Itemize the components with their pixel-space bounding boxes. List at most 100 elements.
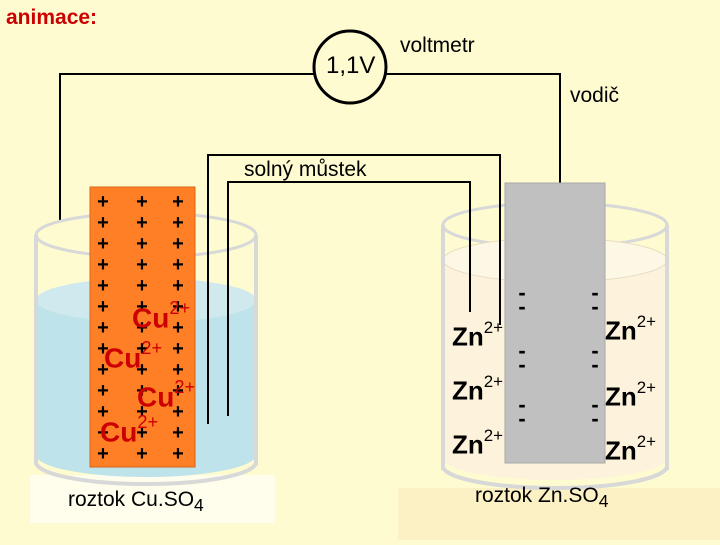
plus-sign: + [136,233,148,255]
plus-sign: + [97,254,109,276]
cu-ion-charge: 2+ [137,412,159,432]
cu-ion-symbol: Cu [137,381,175,413]
plus-sign: + [97,380,109,402]
cu-ion: Cu2+ [104,338,162,375]
salt-bridge-inner [227,181,471,416]
plus-sign: + [97,296,109,318]
plus-sign: + [172,317,184,339]
zn-ion-charge: 2+ [636,432,657,451]
cu-ion: Cu2+ [100,412,158,449]
plus-sign: + [136,317,148,339]
zn-ion-symbol: Zn [605,435,637,466]
zn-ion-charge: 2+ [483,426,504,445]
plus-sign: + [172,443,184,465]
znso4-solution-label: roztok Zn.SO4 [475,484,608,512]
zn-ion: Zn2+ [605,432,656,467]
left-beaker-bottom [34,461,258,486]
plus-sign: + [136,359,148,381]
cuso4-label-text: roztok Cu.SO [68,488,195,511]
plus-sign: + [136,254,148,276]
right-beaker-bottom [441,465,669,490]
plus-sign: + [172,275,184,297]
plus-sign: + [136,296,148,318]
zn-ion: Zn2+ [452,372,503,407]
zn-ion: Zn2+ [452,426,503,461]
zn-ion-charge: 2+ [483,318,504,337]
cu-ion-symbol: Cu [100,416,138,448]
page-title: animace: [6,6,98,29]
cu-ion-charge: 2+ [169,298,191,318]
plus-sign: + [172,254,184,276]
plus-sign: + [172,338,184,360]
minus-sign: - [591,392,598,417]
plus-sign: + [97,401,109,423]
cu-ion-symbol: Cu [132,302,170,334]
plus-sign: + [97,338,109,360]
plus-sign: + [136,191,148,213]
zn-ion: Zn2+ [605,312,656,347]
cu-ion: Cu2+ [132,298,190,335]
plus-sign: + [172,212,184,234]
plus-sign: + [97,191,109,213]
plus-sign: + [136,380,148,402]
plus-sign: + [136,401,148,423]
plus-sign: + [136,443,148,465]
plus-sign: + [136,338,148,360]
cuso4-solution-label: roztok Cu.SO4 [68,488,204,516]
wire-right [386,73,561,200]
minus-sign: - [518,406,525,431]
minus-sign: - [591,280,598,305]
zn-ion-symbol: Zn [452,375,484,406]
minus-sign: - [518,280,525,305]
plus-sign: + [97,422,109,444]
voltmeter-dial [312,29,388,105]
plus-sign: + [136,422,148,444]
zinc-charges: ------------ [518,280,598,431]
plus-sign: + [172,296,184,318]
cuso4-label-subscript: 4 [194,495,204,516]
plus-sign: + [97,443,109,465]
copper-charges: +++++++++++++++++++++++++++++++++++++++ [97,191,184,465]
plus-sign: + [97,359,109,381]
plus-sign: + [97,212,109,234]
minus-sign: - [591,352,598,377]
plus-sign: + [172,359,184,381]
zn-ion: Zn2+ [452,318,503,353]
minus-sign: - [518,352,525,377]
minus-sign: - [518,294,525,319]
plus-sign: + [172,380,184,402]
right-base-highlight [398,488,720,540]
voltmeter-reading: 1,1V [326,52,376,79]
salt-bridge-label: solný můstek [244,158,367,181]
cu-ion-charge: 2+ [174,377,196,397]
plus-sign: + [172,233,184,255]
salt-bridge-outer [207,154,501,424]
zn-ion-charge: 2+ [636,312,657,331]
copper-electrode [89,186,196,468]
wire-label: vodič [570,84,620,107]
plus-sign: + [136,275,148,297]
zn-ion-symbol: Zn [605,315,637,346]
zn-ion-symbol: Zn [452,321,484,352]
cu-ion-charge: 2+ [141,338,163,358]
zn-ion: Zn2+ [605,378,656,413]
plus-sign: + [172,191,184,213]
plus-sign: + [97,275,109,297]
cu-ion: Cu2+ [137,377,195,414]
minus-sign: - [518,392,525,417]
plus-sign: + [172,422,184,444]
plus-sign: + [136,212,148,234]
voltmeter-label: voltmetr [400,34,475,57]
minus-sign: - [591,406,598,431]
zn-ion-symbol: Zn [452,429,484,460]
zn-ion-charge: 2+ [483,372,504,391]
wire-left [59,73,314,222]
plus-sign: + [97,317,109,339]
minus-sign: - [591,294,598,319]
plus-sign: + [172,401,184,423]
cu-ion-symbol: Cu [104,342,142,374]
zinc-electrode [504,182,606,464]
zn-ion-charge: 2+ [636,378,657,397]
